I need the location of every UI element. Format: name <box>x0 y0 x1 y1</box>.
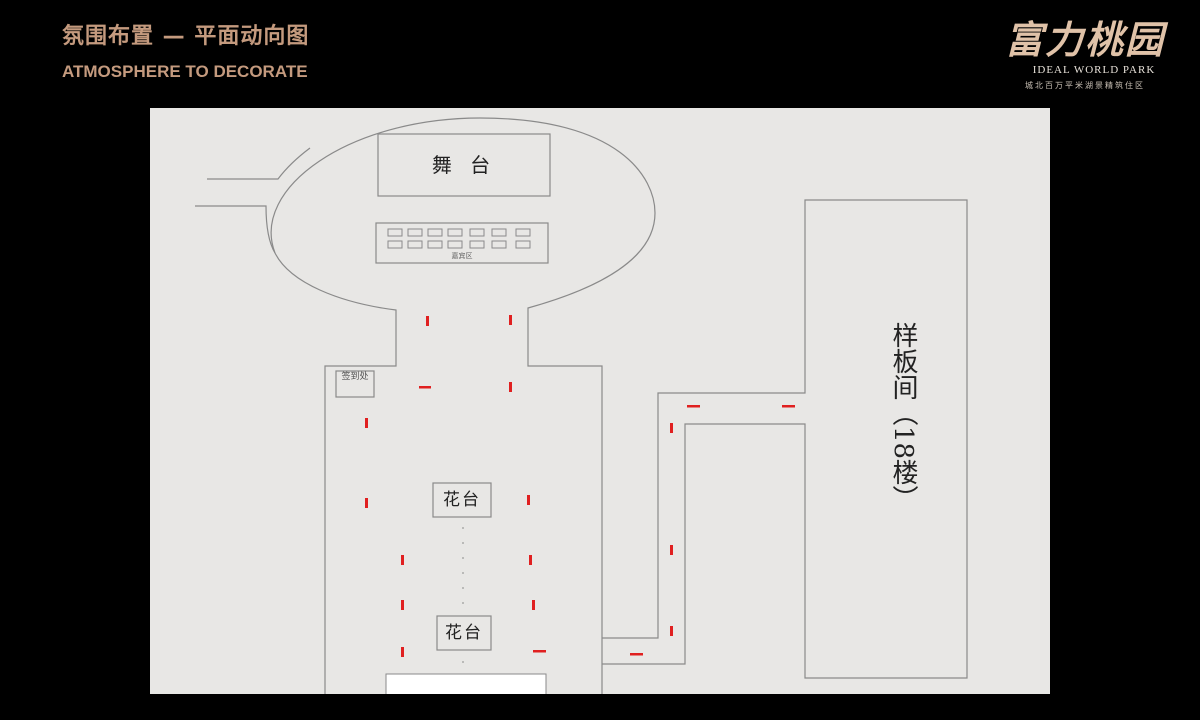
flower-bed-2-label: 花台 <box>445 623 483 643</box>
stage-label: 舞 台 <box>431 153 497 177</box>
center-dots <box>462 527 464 663</box>
flow-arrows <box>365 315 795 657</box>
entrance-path-top <box>207 147 311 180</box>
logo-name-en: IDEAL WORLD PARK <box>1032 64 1156 76</box>
hall-outline-left <box>274 252 397 694</box>
logo-tagline: 城北百万平米湖景精筑住区 <box>1025 81 1145 90</box>
model-room-label: 样板间（18楼） <box>888 322 918 512</box>
page-subtitle: ATMOSPHERE TO DECORATE <box>62 62 308 81</box>
signin-box <box>335 370 375 398</box>
vip-area-label: 嘉宾区 <box>451 252 473 260</box>
floorplan-drawing <box>195 117 968 694</box>
flower-bed-1-box <box>432 482 492 518</box>
logo-name-cn: 富力桃园 <box>1004 17 1165 62</box>
bottom-entrance-block <box>385 673 547 694</box>
entrance-path-bottom <box>195 205 276 254</box>
stage-box <box>377 133 551 197</box>
vip-area-box <box>375 222 549 264</box>
signin-label: 签到处 <box>341 372 369 382</box>
floorplan-panel: 舞 台 嘉宾区 签到处 花台 花台 样板间（18楼） <box>150 108 1050 694</box>
brand-logo: 富力桃园 IDEAL WORLD PARK 城北百万平米湖景精筑住区 <box>985 18 1185 108</box>
corridor-outline <box>602 199 968 679</box>
flower-bed-2-box <box>436 615 492 651</box>
page-title: 氛围布置 — 平面动向图 <box>62 24 310 49</box>
hall-outline-right <box>270 117 656 694</box>
flower-bed-1-label: 花台 <box>443 490 481 510</box>
vip-seats <box>387 228 531 249</box>
